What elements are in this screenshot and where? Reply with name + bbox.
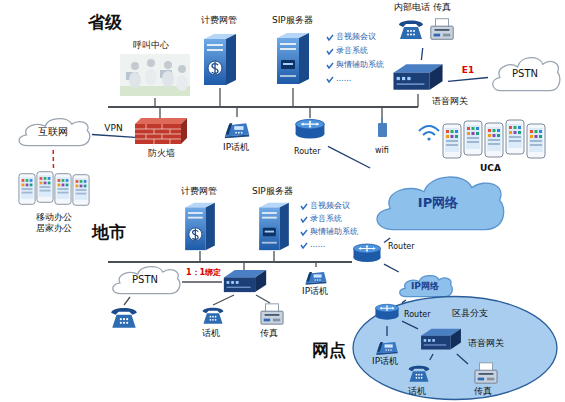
connector-line xyxy=(457,354,468,364)
wifi-access-point xyxy=(378,118,387,137)
device-node: 语音网关 xyxy=(418,326,464,354)
bus-line xyxy=(108,107,418,262)
feature-note: 舆情辅助系统 xyxy=(336,60,384,70)
node-label: wifi xyxy=(375,146,389,156)
node-label: 呼叫中心 xyxy=(133,40,169,51)
node-label: 语音网关 xyxy=(468,338,504,349)
link-label: E1 xyxy=(462,65,474,76)
feature-note: ...... xyxy=(310,240,325,250)
node-label: 区县分支 xyxy=(452,308,488,319)
device-node: 传真 xyxy=(254,300,288,340)
node-label: 传真 xyxy=(260,328,278,339)
network-cloud: IP网络 xyxy=(368,168,508,238)
branch-zone: 网点区县分支RouterIP话机语音网关话机传真 xyxy=(352,296,558,400)
node-label: PSTN xyxy=(488,68,562,80)
device-node: 计费网管 xyxy=(198,15,244,93)
connector-line xyxy=(402,300,406,303)
connector-line xyxy=(430,354,433,360)
connector-line xyxy=(421,48,422,60)
device-node: 话机 xyxy=(198,302,228,340)
network-cloud: PSTN xyxy=(488,52,562,96)
node-label: Router xyxy=(404,310,431,320)
node-label: IP话机 xyxy=(372,356,398,367)
node-label: 传真 xyxy=(474,386,492,397)
device-node: 语音网关 xyxy=(390,60,448,108)
feature-note: 录音系统 xyxy=(336,46,368,56)
node-label: 互联网 xyxy=(14,126,92,138)
node-label: SIP服务器 xyxy=(252,186,293,197)
link-label: VPN xyxy=(104,122,122,133)
node-label: 内部电话 传真 xyxy=(394,2,451,13)
connector-line xyxy=(402,321,418,329)
node-label: 网点 xyxy=(312,340,346,360)
node-label: UCA xyxy=(480,163,501,174)
device-node: 内部电话 传真 xyxy=(392,2,458,48)
node-label: Router xyxy=(294,147,321,157)
feature-note: ...... xyxy=(336,74,351,84)
device-node: IP话机 xyxy=(300,266,334,298)
node-label: SIP服务器 xyxy=(272,15,313,26)
wifi-signal xyxy=(419,126,439,141)
node-label: IP网络 xyxy=(368,195,508,211)
device-node: IP话机 xyxy=(372,336,402,368)
node-label: 防火墙 xyxy=(148,148,175,159)
device-node: SIP服务器 xyxy=(272,15,316,93)
network-cloud: 互联网 xyxy=(14,114,92,150)
feature-note: 音视频会议 xyxy=(336,32,376,42)
device-node: Router xyxy=(292,116,328,158)
tier-heading: 省级 xyxy=(88,12,122,32)
device-node: Router xyxy=(372,302,402,326)
uca-phones xyxy=(443,120,545,158)
device-node: UCA xyxy=(440,118,548,176)
device-node: 呼叫中心 xyxy=(118,40,192,98)
node-label: IP话机 xyxy=(302,286,328,297)
feature-note: 1：1绑定 xyxy=(186,268,221,278)
device-node: 计费网管 xyxy=(178,186,226,252)
connector-line xyxy=(52,150,54,170)
node-label: Router xyxy=(388,242,415,252)
server-icon xyxy=(185,33,309,250)
network-cloud: IP网络 xyxy=(396,272,454,300)
device-node: 移动办公 居家办公 xyxy=(16,170,92,242)
node-label: PSTN xyxy=(108,274,182,286)
tier-heading: 地市 xyxy=(92,222,126,242)
device-node: 话机 xyxy=(404,360,434,398)
node-label: 话机 xyxy=(202,328,220,339)
device-node: wifi xyxy=(372,120,394,156)
device-node: SIP服务器 xyxy=(252,186,300,252)
node-label: 语音网关 xyxy=(432,96,468,107)
connector-line xyxy=(384,238,390,243)
device-node: 传真 xyxy=(468,360,502,398)
connector-line xyxy=(448,78,488,82)
network-cloud: PSTN xyxy=(108,262,182,298)
device-node: 防火墙 xyxy=(135,118,187,160)
feature-note: 录音系统 xyxy=(310,214,342,224)
node-label: 话机 xyxy=(408,386,426,397)
device-node: Router xyxy=(350,240,384,270)
node-outline xyxy=(353,297,557,400)
node-label: 移动办公 居家办公 xyxy=(33,212,75,234)
firewall-icon xyxy=(135,118,187,144)
call-center-picture xyxy=(120,54,190,96)
connector-line xyxy=(92,135,135,138)
node-label: IP网络 xyxy=(396,281,454,292)
feature-note: 音视频会议 xyxy=(310,201,350,211)
connector-line xyxy=(384,264,399,272)
connector-line xyxy=(328,146,370,168)
mobile-phones xyxy=(19,172,89,206)
feature-note: 舆情辅助系统 xyxy=(310,227,358,237)
connector-line xyxy=(386,326,387,336)
node-label: 计费网管 xyxy=(181,186,217,197)
node-label: IP话机 xyxy=(223,142,249,153)
device-node: IP话机 xyxy=(222,116,254,154)
node-label: 计费网管 xyxy=(201,15,237,26)
